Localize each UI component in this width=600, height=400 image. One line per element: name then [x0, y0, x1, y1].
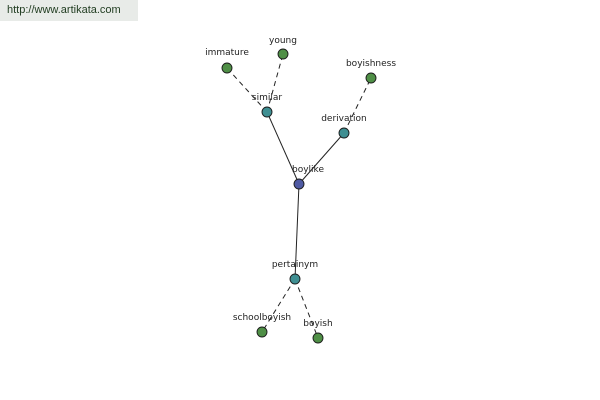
word-label: boyishness	[346, 59, 396, 69]
relation-label: derivation	[321, 114, 367, 124]
relation-node-circle	[338, 127, 350, 139]
center-label: boylike	[292, 165, 324, 175]
nodes: immature young similar boyishness derivation…	[205, 36, 396, 344]
node-similar[interactable]: similar	[252, 93, 282, 118]
center-node-circle	[293, 178, 305, 190]
word-node-circle	[277, 48, 289, 60]
node-boylike[interactable]: boylike	[292, 165, 324, 190]
word-label: young	[269, 36, 297, 46]
url-banner: http://www.artikata.com	[0, 0, 138, 21]
word-label: immature	[205, 48, 249, 58]
word-label: schoolboyish	[233, 313, 291, 323]
edge-boylike-derivation	[298, 132, 345, 185]
node-young[interactable]: young	[269, 36, 297, 60]
word-node-circle	[312, 332, 324, 344]
edge-pertainym-boyish	[294, 278, 319, 339]
node-derivation[interactable]: derivation	[321, 114, 367, 139]
node-boyishness[interactable]: boyishness	[346, 59, 396, 84]
edge-similar-young	[266, 53, 284, 113]
node-pertainym[interactable]: pertainym	[272, 260, 318, 285]
edge-boylike-pertainym	[294, 183, 300, 280]
relation-label: pertainym	[272, 260, 318, 270]
edge-pertainym-schoolboyish	[261, 278, 296, 333]
edge-boylike-similar	[266, 111, 300, 185]
edge-derivation-boyishness	[343, 77, 372, 134]
relation-node-circle	[289, 273, 301, 285]
edges	[226, 53, 372, 339]
relation-node-circle	[261, 106, 273, 118]
word-node-circle	[256, 326, 268, 338]
word-node-circle	[221, 62, 233, 74]
word-label: boyish	[303, 319, 332, 329]
node-immature[interactable]: immature	[205, 48, 249, 74]
node-boyish[interactable]: boyish	[303, 319, 333, 344]
relation-label: similar	[252, 93, 282, 103]
word-node-circle	[365, 72, 377, 84]
node-schoolboyish[interactable]: schoolboyish	[233, 313, 291, 338]
url-link[interactable]: http://www.artikata.com	[7, 4, 121, 16]
edge-similar-immature	[226, 67, 268, 113]
